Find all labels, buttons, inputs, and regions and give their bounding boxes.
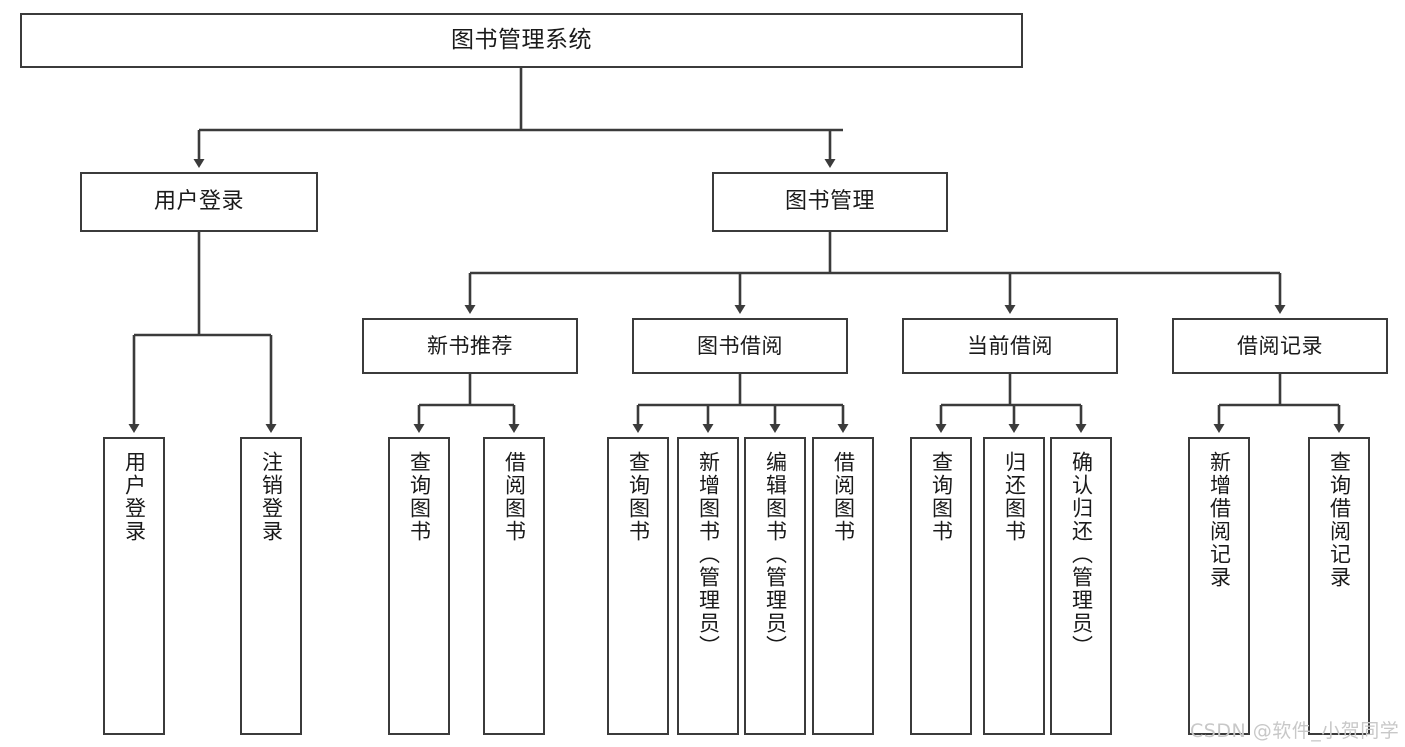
node-leaf-borrow-book-1[interactable]: 借阅图书 [483,437,545,735]
node-root-label: 图书管理系统 [451,26,592,53]
node-leaf-edit-book[interactable]: 编辑图书（管理员） [744,437,806,735]
node-leaf-query-book-3[interactable]: 查询图书 [910,437,972,735]
node-leaf-borrow-book-2-label: 借阅图书 [831,451,856,543]
node-leaf-query-record[interactable]: 查询借阅记录 [1308,437,1370,735]
node-leaf-add-book[interactable]: 新增图书（管理员） [677,437,739,735]
node-leaf-user-login-label: 用户登录 [122,451,147,543]
node-leaf-query-record-label: 查询借阅记录 [1327,451,1352,589]
node-leaf-add-book-label: 新增图书（管理员） [696,451,721,658]
node-user-login-label: 用户登录 [153,189,244,215]
node-current-borrow[interactable]: 当前借阅 [902,318,1118,374]
node-leaf-edit-book-label: 编辑图书（管理员） [763,451,788,658]
node-current-borrow-label: 当前借阅 [967,333,1053,358]
node-leaf-add-record[interactable]: 新增借阅记录 [1188,437,1250,735]
node-leaf-query-book-1[interactable]: 查询图书 [388,437,450,735]
node-leaf-add-record-label: 新增借阅记录 [1207,451,1232,589]
node-new-book-recommend[interactable]: 新书推荐 [362,318,578,374]
node-user-login[interactable]: 用户登录 [80,172,318,232]
node-leaf-borrow-book-1-label: 借阅图书 [502,451,527,543]
node-borrow-record-label: 借阅记录 [1237,333,1323,358]
node-leaf-query-book-2[interactable]: 查询图书 [607,437,669,735]
node-leaf-return-book[interactable]: 归还图书 [983,437,1045,735]
node-borrow-record[interactable]: 借阅记录 [1172,318,1388,374]
node-leaf-return-book-label: 归还图书 [1002,451,1027,543]
node-new-book-recommend-label: 新书推荐 [427,333,513,358]
node-root[interactable]: 图书管理系统 [20,13,1023,68]
node-book-borrow-label: 图书借阅 [697,333,783,358]
node-leaf-confirm-return[interactable]: 确认归还（管理员） [1050,437,1112,735]
node-leaf-query-book-3-label: 查询图书 [929,451,954,543]
node-leaf-query-book-2-label: 查询图书 [626,451,651,543]
node-book-manage[interactable]: 图书管理 [712,172,948,232]
node-leaf-query-book-1-label: 查询图书 [407,451,432,543]
csdn-watermark: CSDN @软件_小贺同学 [1190,720,1400,742]
node-book-borrow[interactable]: 图书借阅 [632,318,848,374]
node-leaf-confirm-return-label: 确认归还（管理员） [1069,451,1094,658]
node-leaf-logout-label: 注销登录 [259,451,284,543]
node-leaf-borrow-book-2[interactable]: 借阅图书 [812,437,874,735]
node-leaf-user-login[interactable]: 用户登录 [103,437,165,735]
node-book-manage-label: 图书管理 [784,189,875,215]
node-leaf-logout[interactable]: 注销登录 [240,437,302,735]
